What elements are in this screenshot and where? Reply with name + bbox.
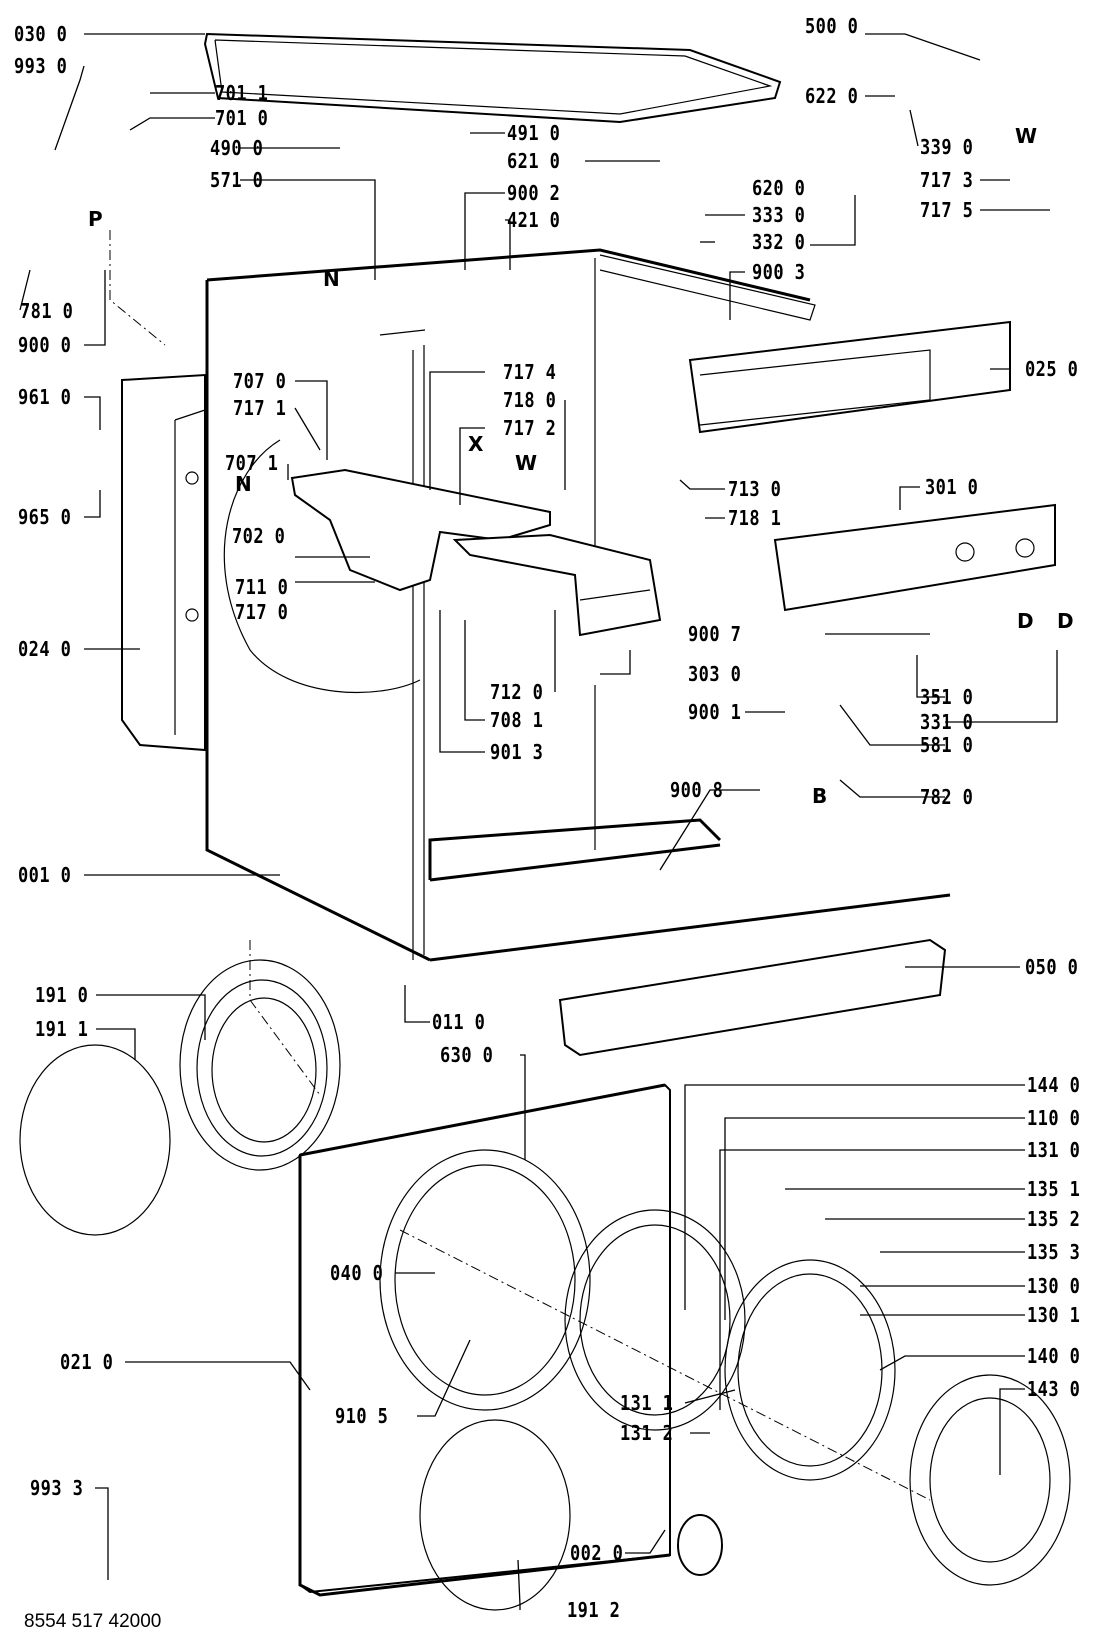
marker-letter-x: X bbox=[468, 432, 484, 456]
callout-900-3: 900 3 bbox=[752, 260, 806, 284]
callout-140-0: 140 0 bbox=[1027, 1344, 1081, 1368]
callout-333-0: 333 0 bbox=[752, 203, 806, 227]
door-seal bbox=[19, 959, 341, 1236]
callout-993-0: 993 0 bbox=[14, 54, 68, 78]
marker-letter-d: D bbox=[1017, 609, 1034, 633]
callout-025-0: 025 0 bbox=[1025, 357, 1079, 381]
callout-717-4: 717 4 bbox=[503, 360, 557, 384]
callout-900-1: 900 1 bbox=[688, 700, 742, 724]
callout-135-3: 135 3 bbox=[1027, 1240, 1081, 1264]
callout-331-0: 331 0 bbox=[920, 710, 974, 734]
callout-713-0: 713 0 bbox=[728, 477, 782, 501]
callout-001-0: 001 0 bbox=[18, 863, 72, 887]
callout-490-0: 490 0 bbox=[210, 136, 264, 160]
callout-718-1: 718 1 bbox=[728, 506, 782, 530]
callout-011-0: 011 0 bbox=[432, 1010, 486, 1034]
callout-021-0: 021 0 bbox=[60, 1350, 114, 1374]
callout-130-1: 130 1 bbox=[1027, 1303, 1081, 1327]
callout-002-0: 002 0 bbox=[570, 1541, 624, 1565]
callout-900-8: 900 8 bbox=[670, 778, 724, 802]
marker-letter-d-2: D bbox=[1057, 609, 1074, 633]
callout-143-0: 143 0 bbox=[1027, 1377, 1081, 1401]
callout-040-0: 040 0 bbox=[330, 1261, 384, 1285]
callout-024-0: 024 0 bbox=[18, 637, 72, 661]
callout-144-0: 144 0 bbox=[1027, 1073, 1081, 1097]
marker-letter-w-2: W bbox=[1015, 124, 1038, 148]
marker-letter-p: P bbox=[88, 207, 103, 231]
top-lid bbox=[203, 32, 782, 124]
callout-701-1: 701 1 bbox=[215, 81, 269, 105]
callout-622-0: 622 0 bbox=[805, 84, 859, 108]
plinth bbox=[558, 938, 947, 1057]
front-panel bbox=[298, 1083, 671, 1597]
callout-339-0: 339 0 bbox=[920, 135, 974, 159]
callout-581-0: 581 0 bbox=[920, 733, 974, 757]
callout-708-1: 708 1 bbox=[490, 708, 544, 732]
callout-717-5: 717 5 bbox=[920, 198, 974, 222]
callout-782-0: 782 0 bbox=[920, 785, 974, 809]
callout-131-0: 131 0 bbox=[1027, 1138, 1081, 1162]
callout-110-0: 110 0 bbox=[1027, 1106, 1081, 1130]
callout-717-3: 717 3 bbox=[920, 168, 974, 192]
callout-707-1: 707 1 bbox=[225, 451, 279, 475]
marker-letter-b: B bbox=[812, 784, 828, 808]
door-assembly bbox=[419, 1209, 1071, 1611]
callout-301-0: 301 0 bbox=[925, 475, 979, 499]
callout-910-5: 910 5 bbox=[335, 1404, 389, 1428]
callout-050-0: 050 0 bbox=[1025, 955, 1079, 979]
callout-131-1: 131 1 bbox=[620, 1391, 674, 1415]
callout-900-7: 900 7 bbox=[688, 622, 742, 646]
callout-718-0: 718 0 bbox=[503, 388, 557, 412]
callout-781-0: 781 0 bbox=[20, 299, 74, 323]
callout-620-0: 620 0 bbox=[752, 176, 806, 200]
callout-707-0: 707 0 bbox=[233, 369, 287, 393]
callout-900-0: 900 0 bbox=[18, 333, 72, 357]
control-panel-frame bbox=[688, 320, 1011, 434]
callout-717-2: 717 2 bbox=[503, 416, 557, 440]
callout-491-0: 491 0 bbox=[507, 121, 561, 145]
callout-961-0: 961 0 bbox=[18, 385, 72, 409]
callout-131-2: 131 2 bbox=[620, 1421, 674, 1445]
callout-191-2: 191 2 bbox=[567, 1598, 621, 1622]
callout-191-0: 191 0 bbox=[35, 983, 89, 1007]
callout-303-0: 303 0 bbox=[688, 662, 742, 686]
callout-351-0: 351 0 bbox=[920, 685, 974, 709]
detergent-dispenser bbox=[290, 468, 662, 637]
callout-421-0: 421 0 bbox=[507, 208, 561, 232]
marker-letter-n-2: N bbox=[235, 472, 252, 496]
callout-130-0: 130 0 bbox=[1027, 1274, 1081, 1298]
callout-900-2: 900 2 bbox=[507, 181, 561, 205]
callout-332-0: 332 0 bbox=[752, 230, 806, 254]
callout-571-0: 571 0 bbox=[210, 168, 264, 192]
marker-letter-n: N bbox=[323, 267, 340, 291]
callout-135-2: 135 2 bbox=[1027, 1207, 1081, 1231]
callout-630-0: 630 0 bbox=[440, 1043, 494, 1067]
document-number: 8554 517 42000 bbox=[24, 1611, 162, 1632]
callout-965-0: 965 0 bbox=[18, 505, 72, 529]
side-panel bbox=[121, 373, 206, 752]
callout-621-0: 621 0 bbox=[507, 149, 561, 173]
callout-500-0: 500 0 bbox=[805, 14, 859, 38]
callout-712-0: 712 0 bbox=[490, 680, 544, 704]
callout-717-1: 717 1 bbox=[233, 396, 287, 420]
callout-901-3: 901 3 bbox=[490, 740, 544, 764]
callout-135-1: 135 1 bbox=[1027, 1177, 1081, 1201]
callout-711-0: 711 0 bbox=[235, 575, 289, 599]
marker-letter-w: W bbox=[515, 451, 538, 475]
callout-191-1: 191 1 bbox=[35, 1017, 89, 1041]
callout-993-3: 993 3 bbox=[30, 1476, 84, 1500]
callout-717-0: 717 0 bbox=[235, 600, 289, 624]
control-fascia bbox=[773, 503, 1056, 612]
leader-lines bbox=[19, 33, 1058, 1610]
callout-702-0: 702 0 bbox=[232, 524, 286, 548]
callout-030-0: 030 0 bbox=[14, 22, 68, 46]
callout-701-0: 701 0 bbox=[215, 106, 269, 130]
